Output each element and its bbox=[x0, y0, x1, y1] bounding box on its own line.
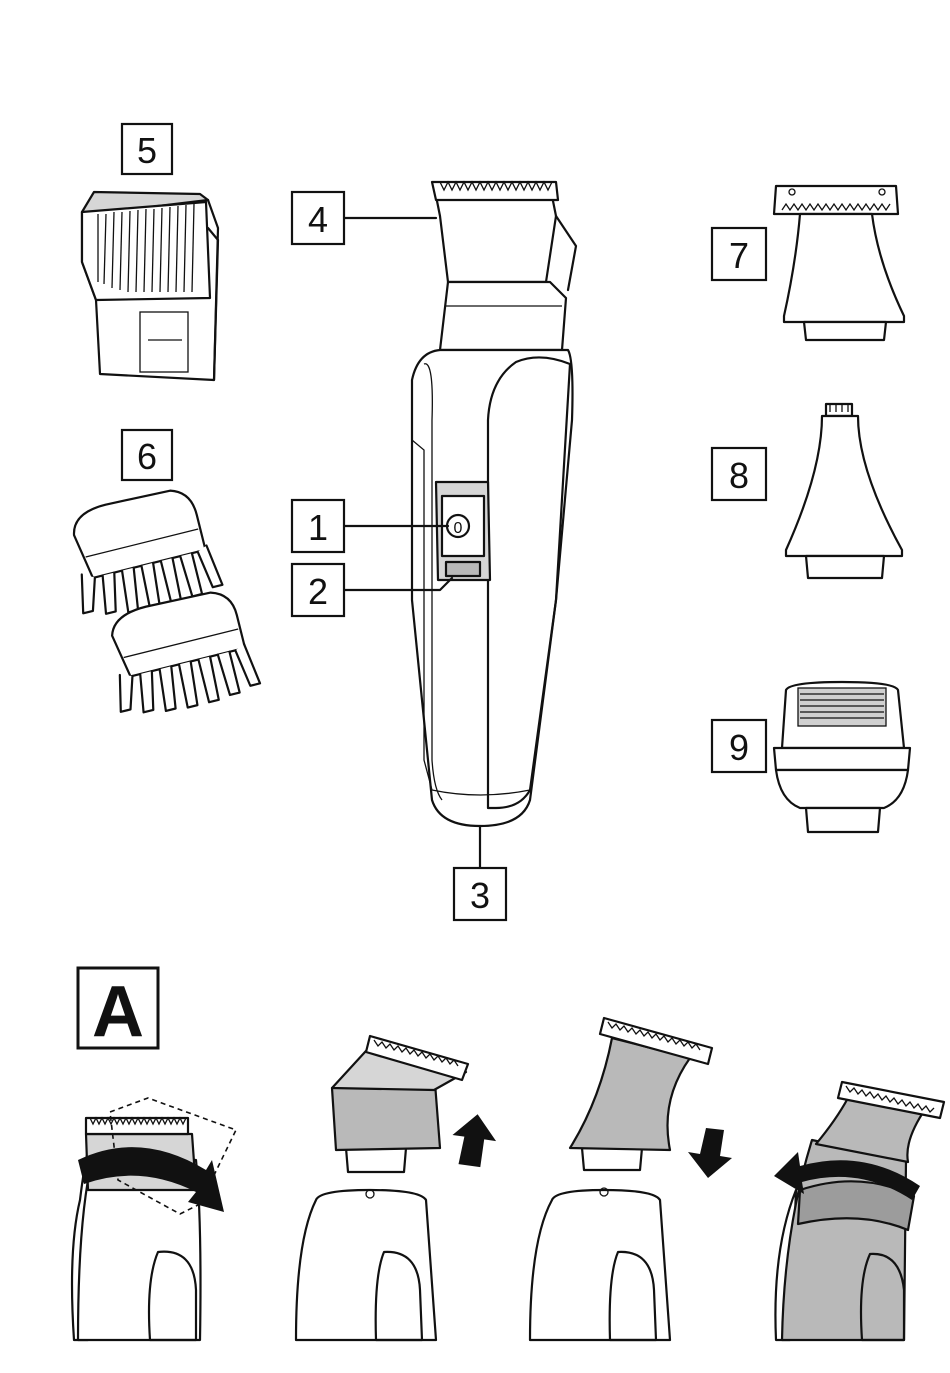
callout-label-1: 1 bbox=[308, 507, 328, 548]
callout-power-button: 1 bbox=[292, 500, 344, 552]
callout-label-2: 2 bbox=[308, 571, 328, 612]
nose-trimmer-attachment bbox=[786, 404, 902, 578]
callout-label-9: 9 bbox=[729, 727, 749, 768]
step-4-twist-lock bbox=[774, 1082, 944, 1340]
power-symbol: 0 bbox=[454, 520, 463, 537]
callout-shaver-head: 9 bbox=[712, 720, 766, 772]
callout-label-7: 7 bbox=[729, 235, 749, 276]
section-a-label: A bbox=[78, 968, 158, 1052]
callout-label-8: 8 bbox=[729, 455, 749, 496]
callout-charging-socket: 3 bbox=[454, 868, 506, 920]
trimmer-handle: 0 bbox=[412, 182, 576, 826]
precision-trimmer-attachment bbox=[774, 186, 904, 340]
section-letter: A bbox=[92, 972, 144, 1052]
step-1-twist-remove bbox=[72, 1098, 236, 1340]
power-indicator-light bbox=[446, 562, 480, 576]
callout-nose-trimmer: 8 bbox=[712, 448, 766, 500]
callout-label-4: 4 bbox=[308, 199, 328, 240]
shaver-head-attachment bbox=[774, 682, 910, 832]
step-3-attach-head bbox=[530, 1018, 732, 1340]
callout-trimmer-head: 4 bbox=[292, 192, 344, 244]
up-arrow bbox=[449, 1111, 500, 1169]
step-2-remove-head bbox=[296, 1036, 499, 1340]
stubble-comb-attachments bbox=[59, 482, 261, 724]
beard-comb-attachment bbox=[82, 192, 218, 380]
callout-precision-trimmer: 7 bbox=[712, 228, 766, 280]
callout-label-6: 6 bbox=[137, 436, 157, 477]
down-arrow bbox=[688, 1128, 732, 1178]
callout-power-indicator: 2 bbox=[292, 564, 344, 616]
callout-beard-comb: 5 bbox=[122, 124, 172, 174]
callout-label-5: 5 bbox=[137, 130, 157, 171]
callout-stubble-combs: 6 bbox=[122, 430, 172, 480]
callout-label-3: 3 bbox=[470, 875, 490, 916]
